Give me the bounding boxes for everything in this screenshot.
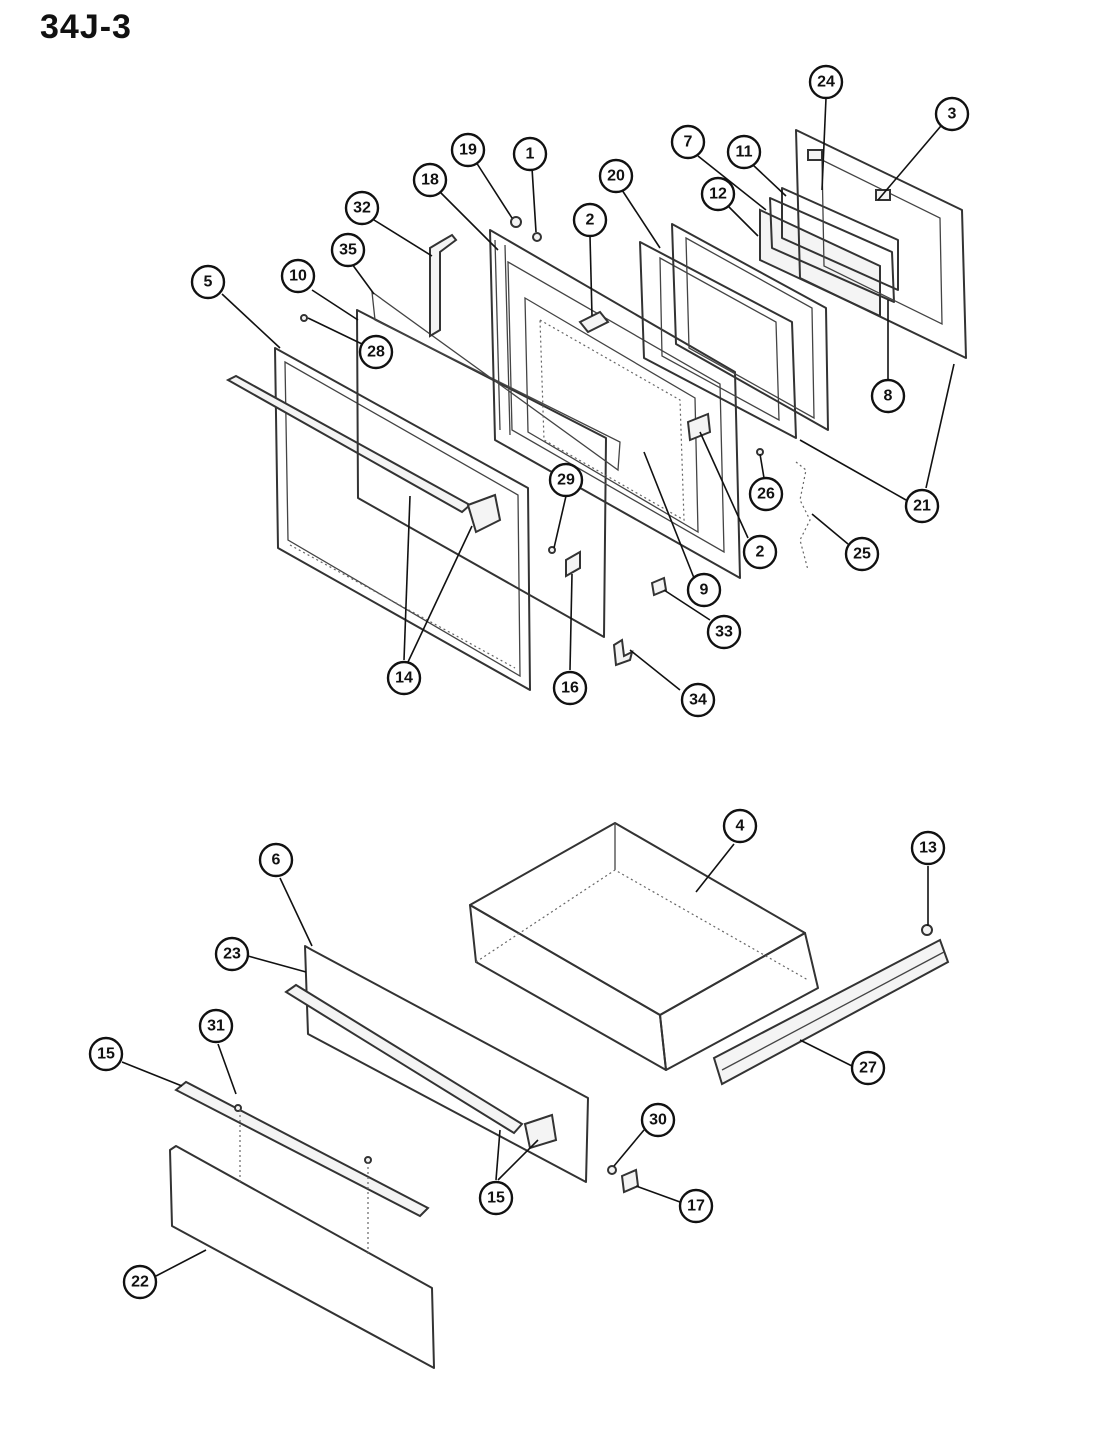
svg-text:9: 9 [700,582,709,599]
svg-text:2: 2 [586,212,595,229]
callout-13: 13 [910,830,946,866]
svg-text:35: 35 [339,242,357,259]
page-title: 34J-3 [40,8,132,46]
callout-19: 19 [450,132,486,168]
svg-text:34: 34 [689,692,707,709]
svg-text:14: 14 [395,670,413,687]
callout-6: 6 [258,842,294,878]
svg-text:15: 15 [487,1190,505,1207]
callout-26: 26 [748,476,784,512]
callout-12: 12 [700,176,736,212]
callout-10: 10 [280,258,316,294]
svg-text:21: 21 [913,498,931,515]
svg-text:20: 20 [607,168,625,185]
svg-text:30: 30 [649,1112,667,1129]
callout-17: 17 [678,1188,714,1224]
svg-text:26: 26 [757,486,775,503]
svg-text:7: 7 [684,134,693,151]
callout-5: 5 [190,264,226,300]
callout-33: 33 [706,614,742,650]
bracket-part [429,233,458,338]
callout-21: 21 [904,488,940,524]
svg-text:10: 10 [289,268,307,285]
svg-text:16: 16 [561,680,579,697]
drawer-box-part [469,822,819,1071]
callout-9: 9 [686,572,722,608]
svg-text:22: 22 [131,1274,149,1291]
svg-text:1: 1 [526,146,535,163]
callout-28: 28 [358,334,394,370]
callout-32: 32 [344,190,380,226]
svg-text:12: 12 [709,186,727,203]
callout-27: 27 [850,1050,886,1086]
svg-text:17: 17 [687,1198,705,1215]
svg-text:4: 4 [736,818,745,835]
window-part [539,318,685,522]
callout-2-lower: 2 [742,534,778,570]
svg-text:29: 29 [557,472,575,489]
callout-31: 31 [198,1008,234,1044]
svg-text:33: 33 [715,624,733,641]
svg-text:28: 28 [367,344,385,361]
door-handle-part [225,374,502,534]
window-gasket-frame [639,241,797,439]
drawer-front-panel [284,945,589,1183]
svg-text:32: 32 [353,200,371,217]
svg-text:31: 31 [207,1018,225,1035]
callout-3: 3 [934,96,970,132]
callout-8: 8 [870,378,906,414]
callout-25: 25 [844,536,880,572]
svg-text:27: 27 [859,1060,877,1077]
callout-23: 23 [214,936,250,972]
svg-text:8: 8 [884,388,893,405]
svg-text:5: 5 [204,274,213,291]
clip-part [620,1168,640,1194]
svg-text:2: 2 [756,544,765,561]
callout-14: 14 [386,660,422,696]
callout-4: 4 [722,808,758,844]
callout-7: 7 [670,124,706,160]
window-glass-stack [759,187,899,318]
inner-door-panel [489,229,741,579]
callout-15-left: 15 [88,1036,124,1072]
svg-text:3: 3 [948,106,957,123]
callout-16: 16 [552,670,588,706]
svg-text:19: 19 [459,142,477,159]
drawer-panel-part [169,1110,435,1369]
drawer-rail-part [712,938,950,1086]
callout-34: 34 [680,682,716,718]
callout-24: 24 [808,64,844,100]
callout-15-lower: 15 [478,1180,514,1216]
callout-11: 11 [726,134,762,170]
hinge-part [795,461,811,571]
callout-1: 1 [512,136,548,172]
callout-22: 22 [122,1264,158,1300]
door-glass-panel [356,290,621,638]
callout-18: 18 [412,162,448,198]
svg-text:18: 18 [421,172,439,189]
svg-text:25: 25 [853,546,871,563]
trim-strip-part [174,1080,430,1218]
callout-30: 30 [640,1102,676,1138]
svg-text:24: 24 [817,74,835,91]
leader-lines [121,97,955,1277]
screw-part [921,924,933,936]
window-frame-part [671,223,829,431]
door-frame-part [274,347,531,691]
svg-text:13: 13 [919,840,937,857]
svg-text:6: 6 [272,852,281,869]
svg-text:23: 23 [223,946,241,963]
callout-29: 29 [548,462,584,498]
callout-2: 2 [572,202,608,238]
svg-text:15: 15 [97,1046,115,1063]
callout-20: 20 [598,158,634,194]
screw-part [607,1165,617,1175]
callout-35: 35 [330,232,366,268]
svg-text:11: 11 [736,144,753,161]
